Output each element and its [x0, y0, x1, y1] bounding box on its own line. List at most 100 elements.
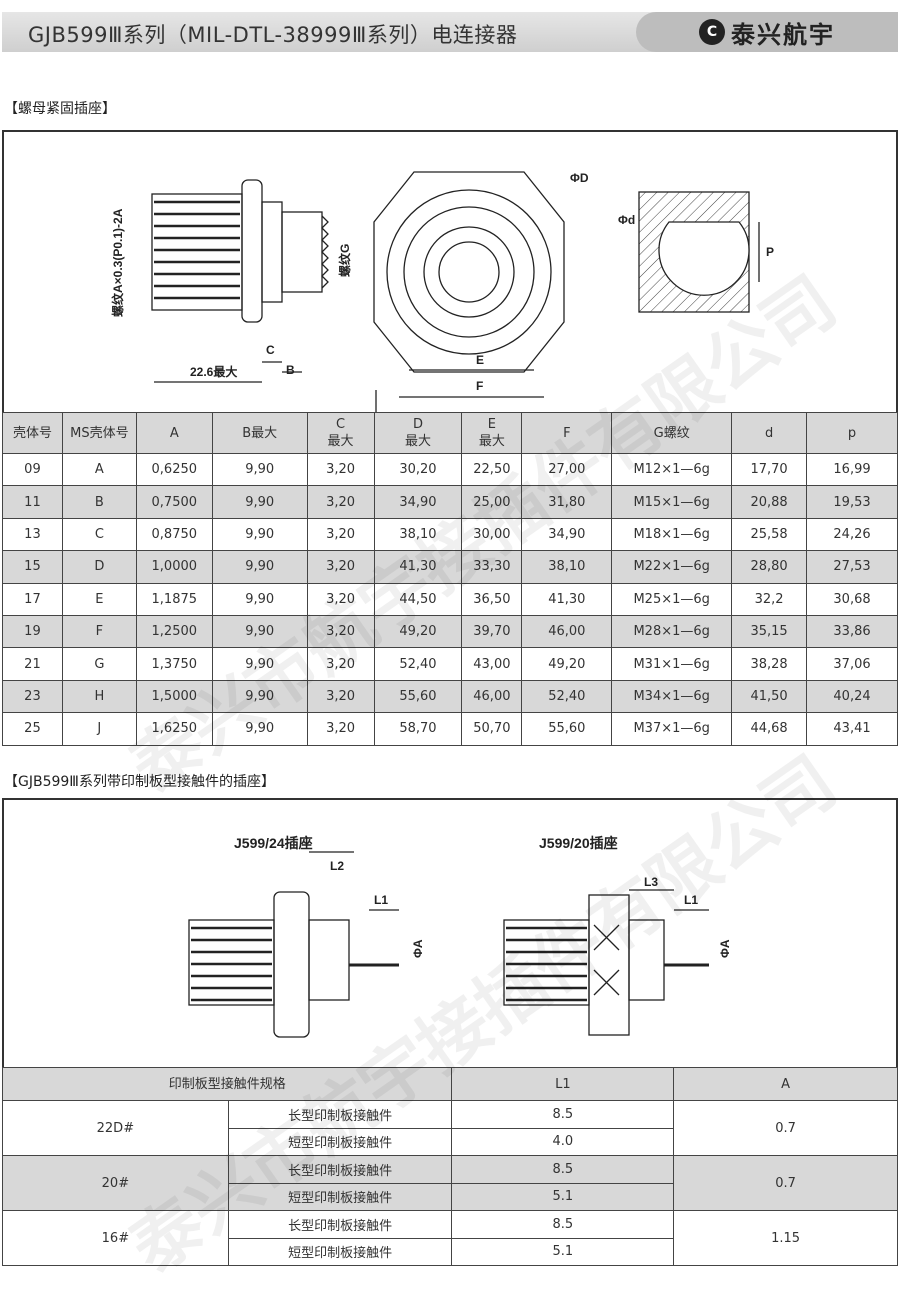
table-cell: 22,50: [461, 452, 523, 487]
l1-value: 8.5: [451, 1100, 675, 1129]
column-header-line: C: [336, 417, 346, 432]
table-cell: 30,00: [461, 517, 523, 552]
column-header-line: 壳体号: [12, 425, 52, 441]
label-f: F: [476, 379, 483, 393]
contact-type: 长型印制板接触件: [227, 1210, 453, 1239]
header-l1: L1: [451, 1067, 675, 1101]
section-title-nut-receptacle: 【螺母紧固插座】: [4, 101, 116, 117]
table-cell: 50,70: [461, 712, 523, 746]
table-cell: 0,6250: [135, 452, 213, 487]
table-cell: 3,20: [306, 485, 375, 519]
table-cell: 34,90: [373, 485, 463, 519]
technical-drawing: 螺纹A×0.3(P0.1)-2A 螺纹G C B 22.6最大 ΦD Φd E …: [110, 171, 774, 412]
table-cell: 55,60: [521, 712, 613, 746]
table-cell: 27,00: [521, 452, 613, 487]
table-cell: 1,6250: [135, 712, 213, 746]
table-cell: 1,3750: [135, 647, 213, 681]
label-l3: L3: [644, 875, 658, 889]
table-cell: 36,50: [461, 582, 523, 616]
table-cell: 52,40: [521, 679, 613, 714]
table-cell: 52,40: [373, 647, 463, 681]
table-cell: 0,8750: [135, 517, 213, 552]
table-cell: 9,90: [211, 485, 308, 519]
table-cell: 23: [2, 679, 63, 714]
table-cell: 41,50: [731, 679, 808, 714]
table-cell: M37×1—6g: [611, 712, 733, 746]
label-thread-g: 螺纹G: [337, 244, 352, 277]
page-title: GJB599Ⅲ系列（MIL-DTL-38999Ⅲ系列）电连接器: [28, 23, 518, 47]
table-cell: 24,26: [806, 517, 898, 552]
label-length: 22.6最大: [190, 364, 237, 379]
table-cell: 49,20: [373, 614, 463, 649]
header-spec: 印制板型接触件规格: [1, 1067, 453, 1101]
column-header-line: D: [412, 417, 423, 432]
table-cell: 3,20: [306, 712, 375, 746]
label-phi-d: Φd: [618, 213, 635, 227]
column-header-line: E: [487, 417, 496, 432]
table-cell: 40,24: [806, 679, 898, 714]
logo-icon: C: [699, 19, 725, 45]
table-cell: 9,90: [211, 517, 308, 552]
table-cell: D: [61, 550, 137, 584]
a-value: 0.7: [673, 1155, 898, 1211]
label-c: C: [266, 343, 275, 357]
technical-drawing-pcb: J599/24插座 J599/20插座 L2 L1 L3 L1 ΦA ΦA: [188, 835, 732, 1038]
table-cell: 43,41: [806, 712, 898, 746]
table-cell: 30,68: [806, 582, 898, 616]
left-drawing-title: J599/24插座: [234, 835, 313, 851]
table-cell: 9,90: [211, 614, 308, 649]
column-header: A: [135, 412, 213, 454]
column-header: B最大: [211, 412, 308, 454]
table-cell: 41,30: [521, 582, 613, 616]
right-drawing-title: J599/20插座: [539, 835, 618, 851]
table-cell: B: [61, 485, 137, 519]
table-cell: 39,70: [461, 614, 523, 649]
table-cell: M12×1—6g: [611, 452, 733, 487]
table-cell: 49,20: [521, 647, 613, 681]
table-cell: 16,99: [806, 452, 898, 487]
table-cell: 9,90: [211, 712, 308, 746]
table-cell: 20,88: [731, 485, 808, 519]
a-value: 1.15: [673, 1210, 898, 1266]
table-cell: 27,53: [806, 550, 898, 584]
label-p: P: [766, 245, 774, 259]
table-cell: M31×1—6g: [611, 647, 733, 681]
table-cell: 3,20: [306, 452, 375, 487]
table-cell: 33,86: [806, 614, 898, 649]
table-cell: 55,60: [373, 679, 463, 714]
table-cell: 3,20: [306, 614, 375, 649]
column-header-line: 最大: [478, 434, 505, 449]
table-cell: 37,06: [806, 647, 898, 681]
table-cell: 30,20: [373, 452, 463, 487]
contact-type: 长型印制板接触件: [227, 1100, 453, 1129]
table-cell: 43,00: [461, 647, 523, 681]
column-header: 壳体号: [2, 412, 63, 454]
column-header: MS壳体号: [61, 412, 137, 454]
column-header: F: [521, 412, 613, 454]
label-b: B: [286, 363, 295, 377]
table-cell: J: [61, 712, 137, 746]
table-cell: M15×1—6g: [611, 485, 733, 519]
column-header-line: p: [847, 425, 857, 441]
table-cell: 25: [2, 712, 63, 746]
table-cell: 1,0000: [135, 550, 213, 584]
table-cell: 1,1875: [135, 582, 213, 616]
brand-logo: C 泰兴航宇: [636, 12, 898, 52]
label-thread-a: 螺纹A×0.3(P0.1)-2A: [110, 208, 125, 317]
column-header-line: G螺纹: [653, 425, 690, 441]
table-cell: 25,58: [731, 517, 808, 552]
table-cell: 17: [2, 582, 63, 616]
table-cell: F: [61, 614, 137, 649]
